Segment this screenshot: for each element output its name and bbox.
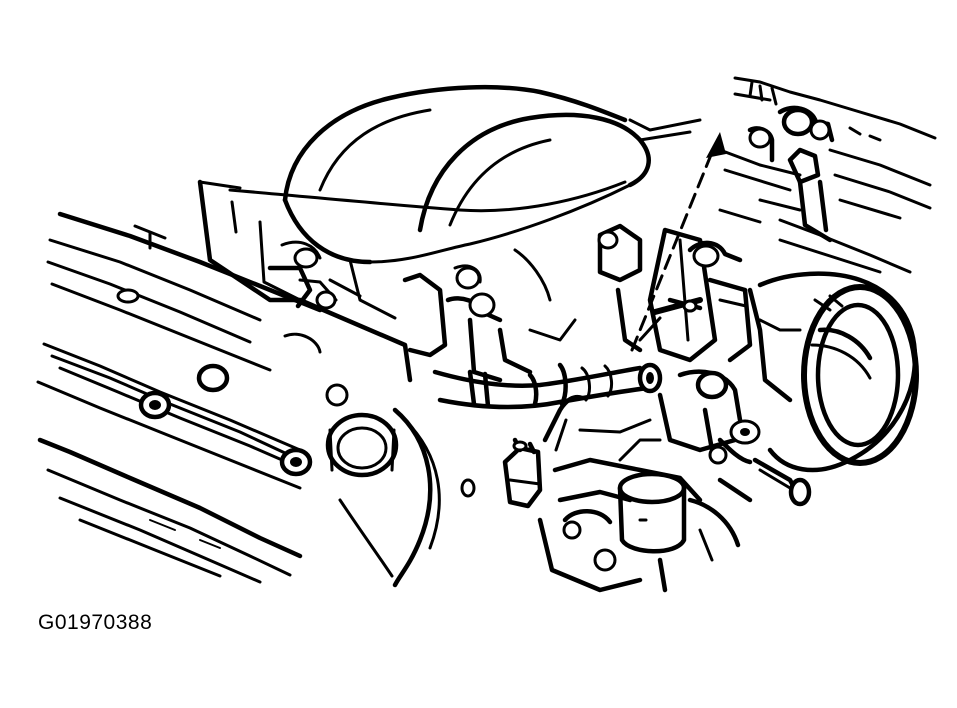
throttle-body-bore [747, 271, 919, 473]
lower-assembly [460, 394, 703, 593]
valve-cover-left [36, 342, 307, 584]
manifold-bracket [197, 179, 413, 383]
oil-fill-neck [325, 412, 399, 478]
throttle-body-bracket [597, 223, 753, 363]
figure-id-label: G01970388 [38, 611, 153, 634]
throttle-linkage [657, 369, 812, 507]
plug-boots [138, 363, 349, 477]
fuel-rail-fittings [718, 76, 937, 274]
intake-manifold [228, 84, 702, 265]
callout-arrow [630, 132, 726, 352]
vacuum-hose [432, 362, 663, 410]
valve-cover-upper [46, 211, 323, 372]
manifold-body [402, 248, 577, 383]
ignition-wires [338, 407, 441, 588]
sensor-canister [617, 471, 741, 593]
